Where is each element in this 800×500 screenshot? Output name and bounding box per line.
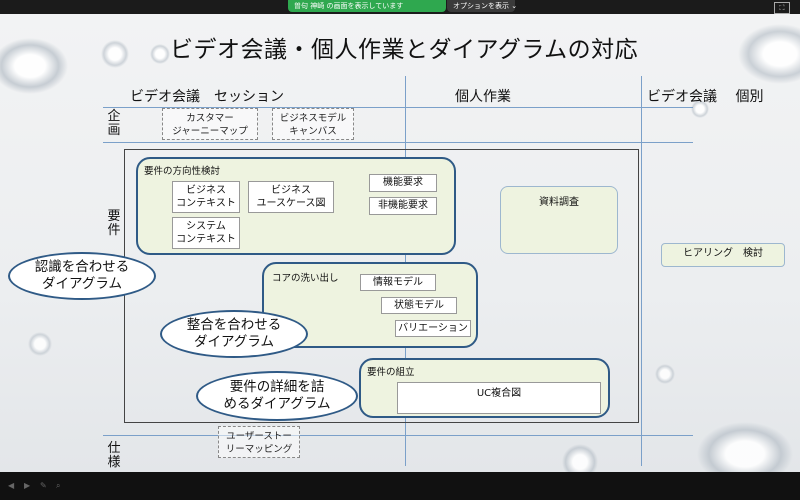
core-extraction-header: コアの洗い出し [272, 273, 339, 284]
direction-review-header: 要件の方向性検討 [144, 166, 221, 177]
direction-review-group: 要件の方向性検討 ビジネス コンテキスト ビジネス ユースケース図 システム コ… [136, 157, 456, 255]
functional-requirements-box: 機能要求 [369, 174, 437, 192]
fullscreen-icon[interactable]: ⛶ [774, 2, 790, 14]
customer-journey-map: カスタマー ジャーニーマップ [162, 108, 258, 140]
state-model-box: 状態モデル [381, 297, 457, 314]
next-slide-icon[interactable]: ▶ [24, 481, 31, 490]
column-header-video-individual: ビデオ会議 個別 [647, 89, 764, 105]
zoom-bottom-bar: ◀ ▶ ✎ ⌕ [0, 472, 800, 500]
business-usecase-box: ビジネス ユースケース図 [248, 181, 334, 213]
callout-recognition: 認識を合わせる ダイアグラム [8, 252, 156, 300]
callout-consistency: 整合を合わせる ダイアグラム [160, 310, 308, 358]
pen-icon[interactable]: ✎ [40, 481, 47, 490]
slide-title: ビデオ会議・個人作業とダイアグラムの対応 [170, 37, 639, 63]
zoom-icon[interactable]: ⌕ [56, 481, 61, 490]
row-label-planning: 企画 [107, 109, 121, 138]
business-context-box: ビジネス コンテキスト [172, 181, 240, 213]
research-box: 資料調査 [500, 186, 618, 254]
system-context-box: システム コンテキスト [172, 217, 240, 249]
hearing-review-box: ヒアリング 検討 [661, 243, 785, 267]
nonfunctional-requirements-box: 非機能要求 [369, 197, 437, 215]
callout-detail: 要件の詳細を詰 めるダイアグラム [196, 371, 358, 421]
header-divider-line [103, 107, 693, 108]
prev-slide-icon[interactable]: ◀ [8, 481, 15, 490]
column-header-video-session: ビデオ会議 セッション [130, 89, 284, 105]
shared-slide: ビデオ会議・個人作業とダイアグラムの対応 ビデオ会議 セッション 個人作業 ビデ… [0, 14, 800, 472]
row-label-requirements: 要件 [107, 209, 121, 238]
screen-share-indicator[interactable]: 曽句 神崎 の画面を表示しています [288, 0, 446, 12]
spec-divider-line [103, 435, 693, 436]
column-header-personal: 個人作業 [455, 89, 511, 105]
uc-composite-box: UC複合図 [397, 382, 601, 414]
variation-box: バリエーション [395, 320, 471, 337]
core-extraction-group: コアの洗い出し 情報モデル 状態モデル バリエーション [262, 262, 478, 348]
requirements-assembly-header: 要件の組立 [367, 367, 415, 378]
info-model-box: 情報モデル [360, 274, 436, 291]
planning-divider-line [103, 142, 693, 143]
user-story-mapping: ユーザーストー リーマッピング [218, 426, 300, 458]
zoom-top-bar: 曽句 神崎 の画面を表示しています オプションを表示 ⌄ ⛶ [0, 0, 800, 14]
row-label-specification: 仕様 [107, 441, 121, 470]
business-model-canvas: ビジネスモデル キャンバス [272, 108, 354, 140]
requirements-assembly-group: 要件の組立 UC複合図 [359, 358, 610, 418]
view-options-button[interactable]: オプションを表示 ⌄ [447, 0, 517, 12]
column-divider-right [641, 76, 642, 466]
